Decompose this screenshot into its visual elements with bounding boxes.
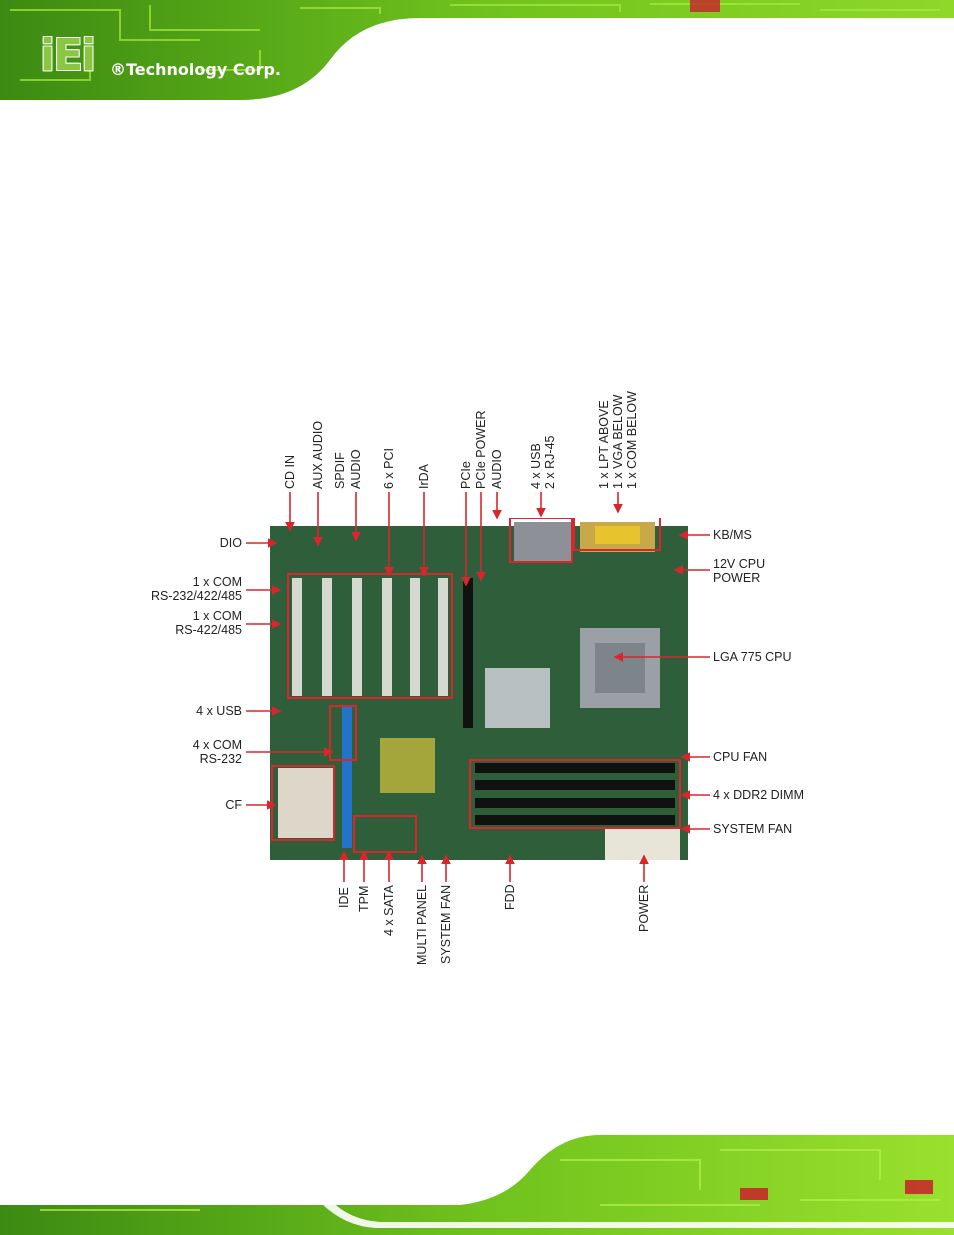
motherboard-image [270, 511, 688, 860]
label-system-fan-right: SYSTEM FAN [713, 822, 793, 836]
label-cpu-power-line1: 12V CPU [713, 557, 766, 571]
label-system-fan-bottom: SYSTEM FAN [439, 884, 453, 964]
label-fdd: FDD [503, 884, 517, 910]
label-audio2: AUDIO [490, 449, 504, 489]
footer-circuit-graphic [0, 1135, 954, 1235]
label-power: POWER [637, 884, 651, 932]
label-lpt-line2: 1 x VGA BELOW [611, 394, 625, 489]
label-pcie: PCIe [459, 461, 473, 489]
label-tpm: TPM [357, 885, 371, 912]
label-spdif: SPDIF [333, 452, 347, 489]
label-lpt-line3: 1 x COM BELOW [625, 391, 639, 489]
label-com4-line1: 4 x COM [192, 738, 242, 752]
label-lpt-line1: 1 x LPT ABOVE [597, 400, 611, 489]
header-circuit-graphic [0, 0, 954, 108]
label-com2-line1: 1 x COM [192, 609, 242, 623]
label-com1-line2: RS-232/422/485 [150, 589, 242, 603]
label-cf: CF [225, 798, 242, 812]
label-usb: 4 x USB [196, 704, 242, 718]
label-com1-line1: 1 x COM [192, 575, 242, 589]
motherboard-graphic [270, 511, 688, 860]
footer-band [0, 1130, 954, 1235]
label-usb-top-line1: 4 x USB [529, 443, 543, 489]
label-com2-line2: RS-422/485 [175, 623, 242, 637]
label-kbms: KB/MS [713, 528, 752, 542]
label-pcie-power: PCIe POWER [474, 410, 488, 490]
label-sata: 4 x SATA [382, 885, 396, 936]
label-cpu-fan: CPU FAN [713, 750, 768, 764]
logo-text: ®Technology Corp. [110, 60, 281, 79]
label-dimm: 4 x DDR2 DIMM [713, 788, 804, 802]
label-com4-line2: RS-232 [199, 752, 242, 766]
label-dio: DIO [219, 536, 242, 550]
label-cpu-power-line2: POWER [713, 571, 761, 585]
label-multi-panel: MULTI PANEL [415, 884, 429, 965]
label-pci: 6 x PCI [382, 448, 396, 489]
logo-mark: iEi [40, 30, 96, 81]
label-usb-top-line2: 2 x RJ-45 [543, 435, 557, 490]
label-audio: AUDIO [349, 449, 363, 489]
header-band: iEi ®Technology Corp. [0, 0, 954, 112]
label-aux-audio: AUX AUDIO [311, 420, 325, 489]
label-lga: LGA 775 CPU [713, 650, 792, 664]
label-cd-in: CD IN [283, 454, 297, 489]
label-irda: IrDA [417, 464, 431, 489]
label-ide: IDE [337, 887, 351, 908]
